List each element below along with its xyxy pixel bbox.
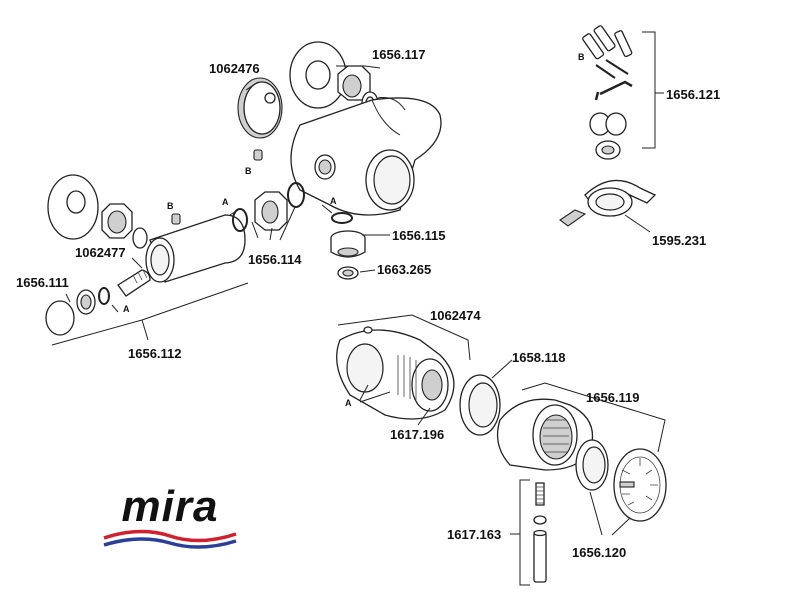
retaining-ring-1656120 xyxy=(575,439,609,491)
callout-b-upper: B xyxy=(245,166,252,176)
dial-plate xyxy=(589,448,667,536)
label-part-1062474: 1062474 xyxy=(430,308,481,323)
oring-lower xyxy=(331,212,353,224)
label-part-1656112: 1656.112 xyxy=(128,346,182,361)
oring-mid xyxy=(232,208,248,232)
left-nut xyxy=(101,203,133,239)
callout-a-mid: A xyxy=(222,197,229,207)
check-valve-1656115 xyxy=(330,230,366,258)
cartridge-leaders xyxy=(359,384,431,426)
valve-body xyxy=(290,97,442,216)
valve-1663265 xyxy=(337,266,359,280)
filter-1062477 xyxy=(117,269,151,297)
oring-left xyxy=(98,287,110,305)
left-washer xyxy=(132,227,148,249)
trim-plate-1062476 xyxy=(237,77,283,139)
label-part-1656111: 1656.111 xyxy=(16,275,69,290)
label-part-1663265: 1663.265 xyxy=(377,262,432,277)
brand-wordmark: mira xyxy=(121,482,219,531)
bracket-1595231 xyxy=(559,179,657,233)
left-backplate xyxy=(47,174,99,240)
label-part-1617196: 1617.196 xyxy=(390,427,445,442)
brand-logo: mira xyxy=(100,482,240,552)
upper-backplate xyxy=(289,41,347,109)
label-part-1062476: 1062476 xyxy=(209,61,260,76)
small-screw-b-left xyxy=(171,213,181,225)
small-screw-b-upper xyxy=(253,149,263,161)
shroud-1656119 xyxy=(496,382,666,471)
cap-1656111 xyxy=(45,300,75,336)
spring-set-1617163 xyxy=(510,479,547,586)
fixing-kit-1656121 xyxy=(582,25,664,160)
label-part-1656114: 1656.114 xyxy=(248,252,302,267)
callout-a-left: A xyxy=(123,304,130,314)
label-part-1656121: 1656.121 xyxy=(666,87,721,102)
valve-seat-1656114 xyxy=(254,191,288,231)
seal-left xyxy=(76,289,96,315)
leader-lines xyxy=(51,65,390,346)
label-part-1656120: 1656.120 xyxy=(572,545,627,560)
upper-nut xyxy=(337,65,371,101)
label-part-1658118: 1658.118 xyxy=(512,350,566,365)
callout-a-cartridge: A xyxy=(345,398,352,408)
label-part-1617163: 1617.163 xyxy=(447,527,502,542)
callout-b-kit: B xyxy=(578,52,585,62)
label-part-1656119: 1656.119 xyxy=(586,390,640,405)
callout-a-upper: A xyxy=(330,196,337,206)
label-part-1656115: 1656.115 xyxy=(392,228,446,243)
callout-b-left: B xyxy=(167,201,174,211)
label-part-1656117: 1656.117 xyxy=(372,47,426,62)
oring-right xyxy=(287,182,305,208)
label-part-1595231: 1595.231 xyxy=(652,233,707,248)
cartridge-1062474 xyxy=(336,314,471,420)
inlet-pipe xyxy=(145,214,246,283)
brand-wave-icon xyxy=(103,529,237,549)
ring-1658118 xyxy=(459,359,513,436)
label-part-1062477: 1062477 xyxy=(75,245,126,260)
